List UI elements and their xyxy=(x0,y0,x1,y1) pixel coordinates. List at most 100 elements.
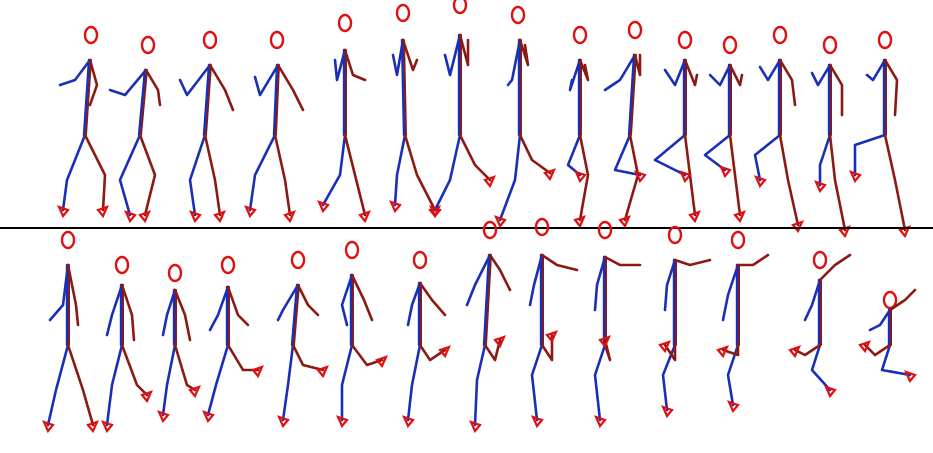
right-leg xyxy=(520,135,550,173)
bottom-row-figure-13 xyxy=(790,252,850,396)
bottom-row-figure-7 xyxy=(404,252,449,426)
right-leg xyxy=(293,345,323,370)
right-arm xyxy=(146,70,160,105)
left-leg xyxy=(812,345,830,390)
head-circle xyxy=(62,232,74,248)
head-circle xyxy=(599,222,611,238)
left-arm xyxy=(110,70,146,95)
left-foot-marker xyxy=(729,402,738,411)
head-circle xyxy=(346,242,358,258)
right-foot-marker xyxy=(718,347,727,356)
bottom-row-figure-9 xyxy=(530,219,577,426)
left-leg xyxy=(755,135,780,180)
head-circle xyxy=(454,0,466,13)
right-foot-marker xyxy=(575,217,584,226)
top-row-figure-1 xyxy=(59,27,107,216)
top-row-figure-6 xyxy=(391,5,439,216)
right-foot-marker xyxy=(690,212,699,221)
left-arm xyxy=(867,60,885,80)
left-arm xyxy=(180,65,210,95)
left-foot-marker xyxy=(126,212,135,221)
head-circle xyxy=(222,257,234,273)
top-row-figure-2 xyxy=(110,37,160,221)
right-arm xyxy=(542,255,577,270)
head-circle xyxy=(512,7,524,23)
left-foot-marker xyxy=(721,167,730,176)
left-leg xyxy=(595,345,605,420)
right-foot-marker xyxy=(485,177,494,186)
top-row-figure-14 xyxy=(812,37,849,236)
right-arm xyxy=(605,257,640,265)
head-circle xyxy=(85,27,97,43)
right-arm xyxy=(175,290,190,340)
right-leg xyxy=(175,345,195,390)
left-arm xyxy=(870,310,890,330)
top-row-figure-3 xyxy=(180,32,233,221)
head-circle xyxy=(824,37,836,53)
head-circle xyxy=(814,252,826,268)
bottom-row-figure-2 xyxy=(103,257,151,431)
left-foot-marker xyxy=(159,412,168,421)
right-foot-marker xyxy=(142,392,151,401)
head-circle xyxy=(732,232,744,248)
right-arm xyxy=(738,255,768,265)
left-foot-marker xyxy=(851,172,860,181)
right-leg xyxy=(830,135,845,230)
left-arm xyxy=(210,287,228,330)
head-circle xyxy=(397,5,409,21)
head-circle xyxy=(271,32,283,48)
left-foot-marker xyxy=(816,182,825,191)
left-leg xyxy=(820,135,830,185)
right-leg xyxy=(205,135,220,215)
left-foot-marker xyxy=(404,417,413,426)
right-foot-marker xyxy=(790,347,799,356)
left-arm xyxy=(723,265,738,320)
right-foot-marker xyxy=(620,217,629,226)
right-arm xyxy=(90,60,97,105)
right-leg xyxy=(122,345,147,395)
top-row-figure-7 xyxy=(431,0,494,216)
bottom-row-figure-1 xyxy=(44,232,97,431)
left-foot-marker xyxy=(906,372,915,381)
head-circle xyxy=(116,257,128,273)
left-leg xyxy=(323,135,345,205)
head-circle xyxy=(774,27,786,43)
right-arm xyxy=(352,275,372,320)
right-arm xyxy=(278,65,303,110)
left-arm xyxy=(812,65,830,85)
left-foot-marker xyxy=(59,207,68,216)
head-circle xyxy=(414,252,426,268)
right-foot-marker xyxy=(793,222,802,231)
right-foot-marker xyxy=(860,342,869,351)
head-circle xyxy=(879,32,891,48)
left-leg xyxy=(48,345,68,425)
left-foot-marker xyxy=(44,422,53,431)
head-circle xyxy=(142,37,154,53)
left-leg xyxy=(208,345,228,415)
left-leg xyxy=(475,345,485,425)
right-arm xyxy=(490,255,510,290)
right-foot-marker xyxy=(285,212,294,221)
right-arm xyxy=(675,260,710,265)
right-foot-marker xyxy=(88,422,97,431)
right-leg xyxy=(625,135,638,220)
left-leg xyxy=(163,345,175,415)
head-circle xyxy=(292,252,304,268)
right-foot-marker xyxy=(735,212,744,221)
top-row-figure-10 xyxy=(605,22,645,226)
left-foot-marker xyxy=(279,417,288,426)
left-arm xyxy=(60,60,90,85)
head-circle xyxy=(484,222,496,238)
right-arm xyxy=(820,255,850,280)
right-arm xyxy=(780,60,795,105)
left-leg xyxy=(283,345,293,420)
left-foot-marker xyxy=(103,422,112,431)
left-foot-marker xyxy=(756,177,765,186)
right-leg xyxy=(345,135,365,215)
left-leg xyxy=(663,345,675,410)
top-row-figure-13 xyxy=(755,27,802,231)
left-foot-marker xyxy=(663,407,672,416)
left-leg xyxy=(408,345,420,420)
left-foot-marker xyxy=(826,387,835,396)
